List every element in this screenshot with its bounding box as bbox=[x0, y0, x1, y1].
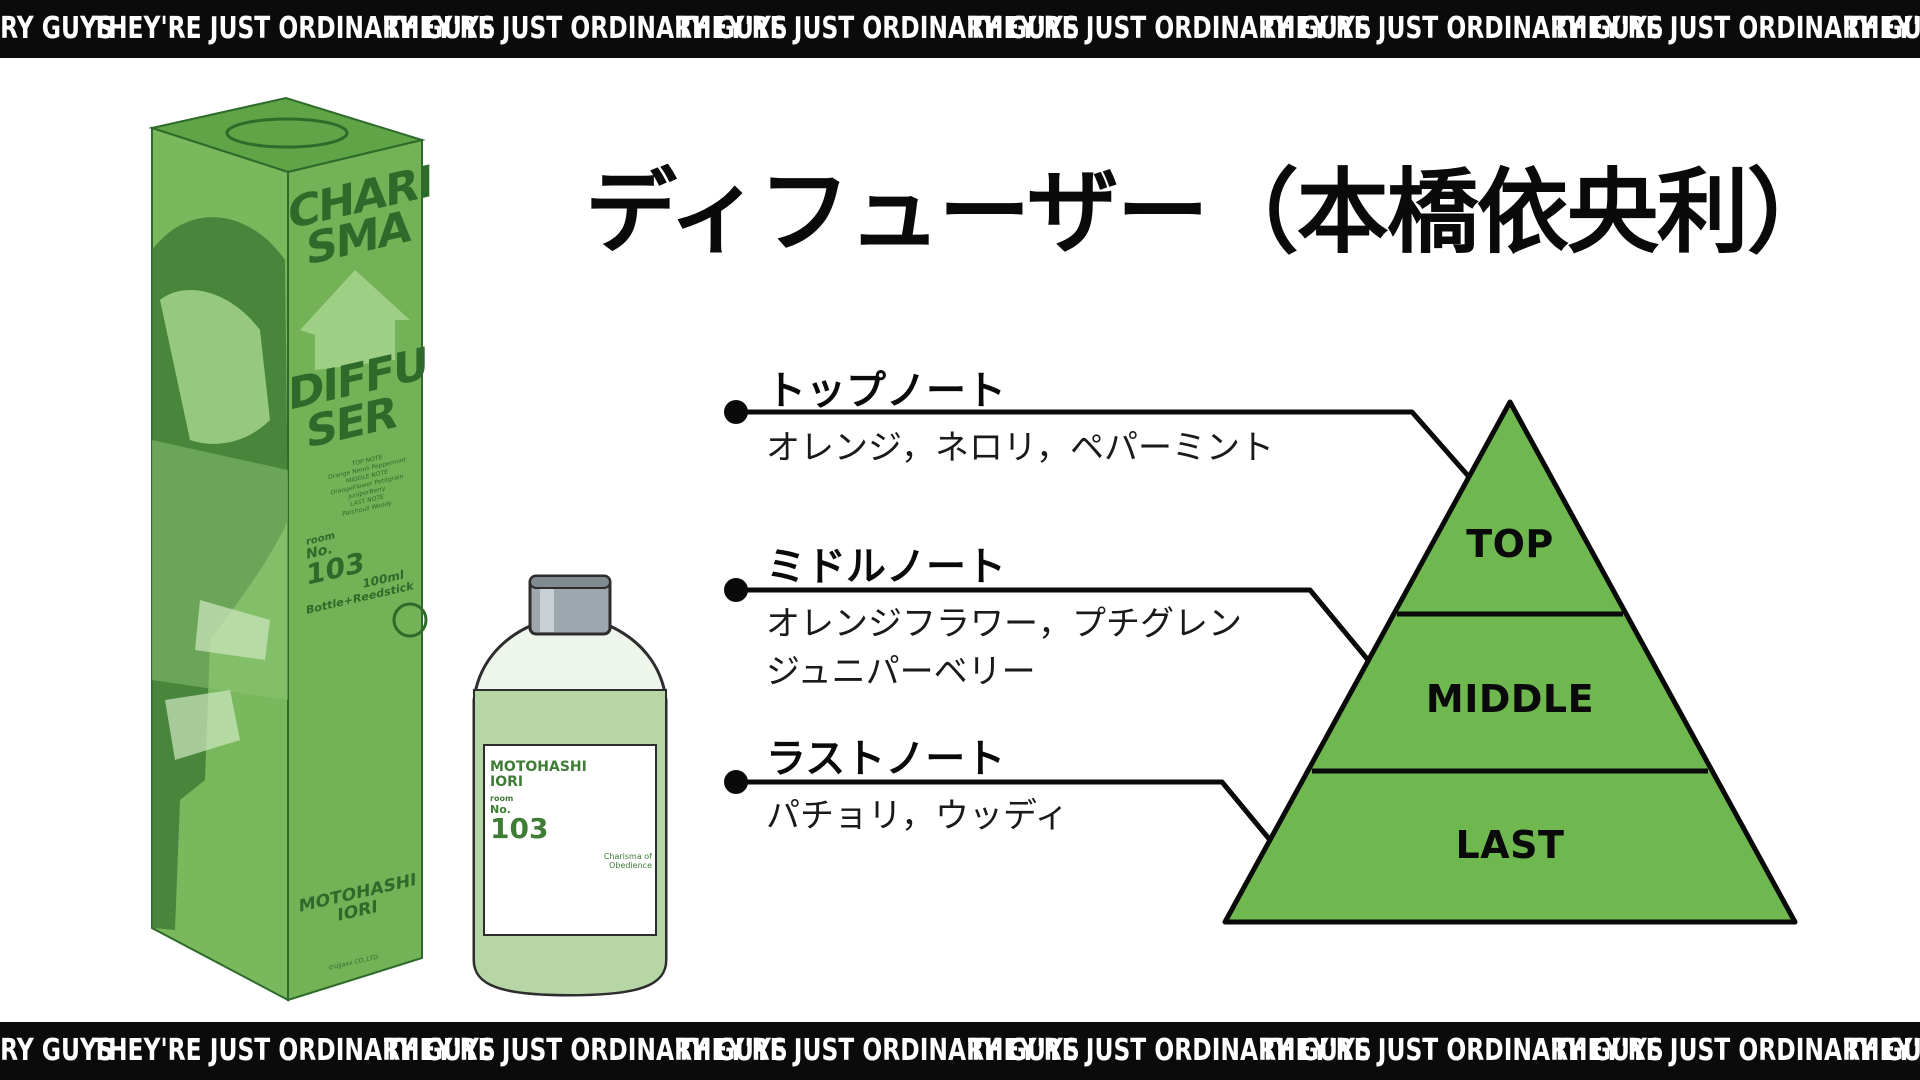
ticker-item: THEY'RE JUST ORDINARY GUYS bbox=[968, 1033, 1372, 1069]
last-note-line: パチョリ，ウッディ bbox=[766, 796, 1069, 836]
top-note-heading: トップノート bbox=[766, 368, 1006, 414]
bottle-caption: Charisma of Obedience bbox=[590, 852, 652, 870]
middle-note-heading: ミドルノート bbox=[766, 544, 1006, 590]
fragrance-pyramid bbox=[1222, 399, 1798, 925]
ticker-track: ARY GUYS THEY'RE JUST ORDINARY GUYS THEY… bbox=[0, 0, 1920, 58]
middle-note-ingredients: オレンジフラワー，プチグレン ジュニパーベリー bbox=[766, 600, 1242, 696]
top-note-line: オレンジ，ネロリ，ペパーミント bbox=[766, 428, 1274, 468]
bottle-no-label: No. bbox=[490, 803, 511, 816]
bottle-label: MOTOHASHI IORI room No. 103 bbox=[490, 760, 610, 843]
ticker-item: THEY'RE JUST ORDINARY GUYS bbox=[676, 1033, 1080, 1069]
diffuser-bottle bbox=[472, 574, 668, 997]
note-leader-lines bbox=[724, 400, 1472, 842]
bottle-name-line1: MOTOHASHI bbox=[490, 759, 587, 775]
last-note-ingredients: パチョリ，ウッディ bbox=[766, 792, 1069, 840]
bottom-ticker-banner: ARY GUYS THEY'RE JUST ORDINARY GUYS THEY… bbox=[0, 1022, 1920, 1080]
ticker-item: THEY'RE JUST ORDINARY GUYS bbox=[1260, 1033, 1664, 1069]
bottle-room-number: 103 bbox=[490, 812, 549, 845]
diffuser-box bbox=[148, 96, 428, 1002]
arrow-up-icon bbox=[300, 270, 410, 370]
bottle-room-label: room bbox=[490, 794, 514, 803]
pyramid-label-middle: MIDDLE bbox=[1425, 677, 1595, 721]
bottle-caption-line1: Charisma of bbox=[603, 852, 652, 861]
bottle-caption-line2: Obedience bbox=[609, 861, 652, 870]
middle-note-line: ジュニパーベリー bbox=[766, 652, 1036, 692]
bottle-name-line2: IORI bbox=[490, 774, 524, 790]
last-note-heading: ラストノート bbox=[766, 736, 1006, 782]
ticker-item: THEY'RE JUST ORDINARY GUYS bbox=[384, 1033, 788, 1069]
middle-note-line: オレンジフラワー，プチグレン bbox=[766, 604, 1242, 644]
ticker-track: ARY GUYS THEY'RE JUST ORDINARY GUYS THEY… bbox=[0, 1022, 1920, 1080]
pyramid-label-last: LAST bbox=[1455, 823, 1565, 867]
page-title: ディフューザー（本橋依央利） bbox=[585, 159, 1839, 266]
ticker-item: THEY'RE JUST ORDINARY GUYS bbox=[1552, 1033, 1920, 1069]
top-ticker-banner: ARY GUYS THEY'RE JUST ORDINARY GUYS THEY… bbox=[0, 0, 1920, 58]
ticker-item: THEY'RE bbox=[1844, 11, 1920, 47]
pyramid-label-top: TOP bbox=[1466, 522, 1554, 566]
ticker-item: ARY GUYS bbox=[0, 1033, 114, 1069]
ticker-item: THEY'RE bbox=[1844, 1033, 1920, 1069]
top-note-ingredients: オレンジ，ネロリ，ペパーミント bbox=[766, 424, 1274, 472]
ticker-item: THEY'RE JUST ORDINARY GUYS bbox=[92, 1033, 496, 1069]
